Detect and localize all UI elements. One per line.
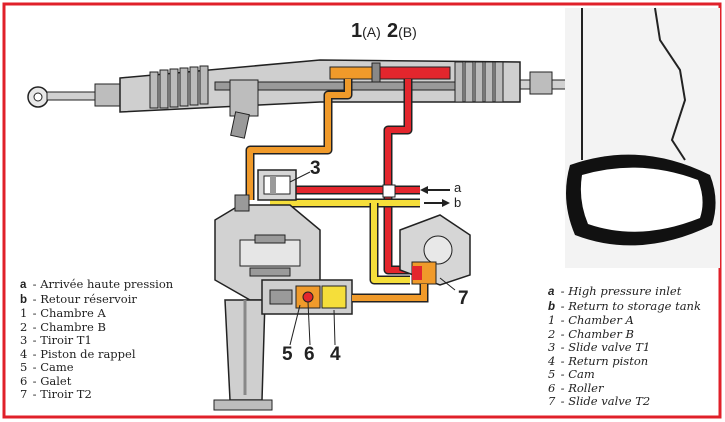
- leader-lines: [289, 171, 456, 346]
- legend-item: 5 - Cam: [548, 367, 595, 381]
- legend-english: a - High pressure inlet b - Return to st…: [548, 284, 701, 409]
- wheel-illustration: [565, 7, 720, 268]
- rack-housing: [119, 59, 521, 139]
- chamber-b-fill: [379, 66, 451, 80]
- legend-item: 4 - Piston de rappel: [20, 346, 136, 361]
- label-a: a: [454, 180, 462, 195]
- legend-item: 2 - Chamber B: [548, 326, 634, 341]
- label-3: 3: [310, 158, 321, 179]
- legend-item: 6 - Roller: [548, 380, 604, 395]
- legend-item: 2 - Chambre B: [20, 319, 106, 334]
- return-pipe: [270, 198, 420, 285]
- pipe-junction: [382, 184, 396, 198]
- legend-item: 1 - Chambre A: [20, 306, 106, 320]
- label-1: 1(A): [351, 20, 381, 42]
- steering-valve-body: [213, 194, 321, 411]
- legend-item: 3 - Tiroir T1: [20, 333, 92, 347]
- label-b: b: [454, 195, 462, 210]
- slide-valve-t2: [399, 214, 471, 286]
- chamber-a-fill: [329, 66, 373, 80]
- legend-item: 4 - Return piston: [548, 353, 649, 368]
- label-5: 5: [282, 344, 293, 365]
- legend-item: 7 - Tiroir T2: [20, 387, 92, 401]
- label-6: 6: [304, 344, 315, 365]
- legend-item: 3 - Slide valve T1: [548, 340, 651, 354]
- legend-item: 6 - Galet: [20, 373, 72, 388]
- legend-item: b - Retour réservoir: [20, 291, 137, 306]
- legend-item: 7 - Slide valve T2: [548, 394, 651, 408]
- legend-item: 1 - Chamber A: [548, 313, 634, 327]
- cam-assembly: [261, 279, 353, 315]
- label-4: 4: [330, 344, 341, 365]
- label-2: 2(B): [387, 20, 417, 42]
- legend-item: a - Arrivée haute pression: [20, 277, 174, 291]
- slide-valve-t1: [257, 169, 297, 201]
- arrow-b: [424, 199, 450, 207]
- legend-french: a - Arrivée haute pression b - Retour ré…: [20, 277, 174, 402]
- arrow-a: [420, 186, 450, 194]
- label-7: 7: [458, 288, 469, 309]
- legend-item: b - Return to storage tank: [548, 298, 701, 313]
- left-tie-rod: [27, 83, 123, 108]
- legend-item: 5 - Came: [20, 360, 74, 374]
- legend-item: a - High pressure inlet: [548, 284, 682, 298]
